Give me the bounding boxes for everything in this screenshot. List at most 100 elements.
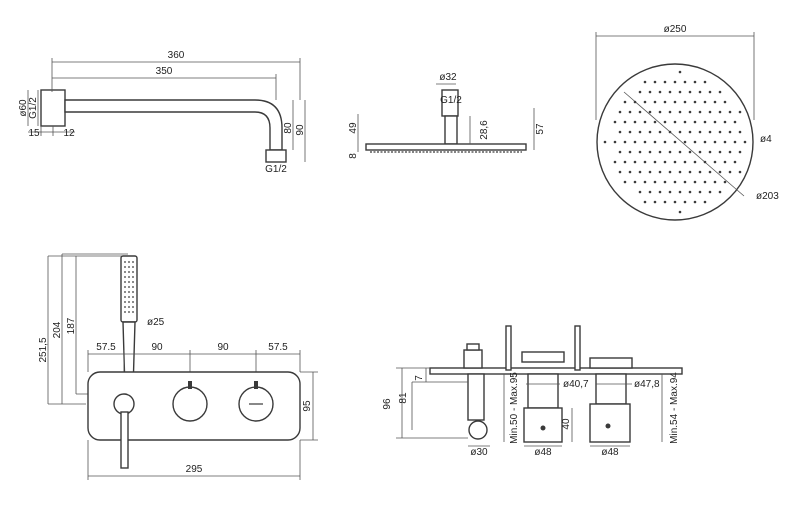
nozzle-dot xyxy=(703,120,707,124)
nozzle-dot xyxy=(673,180,677,184)
nozzle-dot xyxy=(658,170,662,174)
head-connector-dia-32: ø32 xyxy=(439,72,457,83)
hand-shower-nozzle-dot xyxy=(132,271,134,273)
nozzle-dot xyxy=(623,140,627,144)
nozzle-dot xyxy=(658,190,662,194)
hand-shower-nozzle-dot xyxy=(132,291,134,293)
mixer-front-view: 251,5 204 187 ø25 57.5 90 90 57.5 95 xyxy=(38,253,318,480)
hand-shower-nozzle-dot xyxy=(128,266,130,268)
hand-shower-nozzle-dot xyxy=(128,271,130,273)
nozzle-dot xyxy=(678,190,682,194)
nozzle-dot xyxy=(683,100,687,104)
section-left-knob xyxy=(523,407,563,443)
nozzle-area-dia-203: ø203 xyxy=(756,191,779,202)
nozzle-dot xyxy=(683,80,687,84)
arm-width-12: 12 xyxy=(63,128,75,139)
arm-height-90: 90 xyxy=(295,124,306,136)
nozzle-dot xyxy=(713,160,717,164)
hand-shower-nozzle-dot xyxy=(128,301,130,303)
mixer-height-251-5: 251,5 xyxy=(38,337,49,362)
section-wall-plate xyxy=(429,367,683,375)
nozzle-dot xyxy=(603,140,607,144)
hand-shower-nozzle-dot xyxy=(132,296,134,298)
nozzle-dot xyxy=(713,180,717,184)
arm-thread-g12-wall: G1/2 xyxy=(28,97,39,119)
nozzle-dot xyxy=(693,140,697,144)
mixer-height-187: 187 xyxy=(66,317,77,334)
nozzle-dot xyxy=(643,160,647,164)
nozzle-dot xyxy=(643,200,647,204)
nozzle-dot xyxy=(648,150,652,154)
arm-thread-g12-end: G1/2 xyxy=(265,164,287,175)
nozzle-dot xyxy=(713,100,717,104)
nozzle-dot xyxy=(638,170,642,174)
nozzle-dot xyxy=(663,80,667,84)
nozzle-dot xyxy=(698,150,702,154)
nozzle-dot xyxy=(718,150,722,154)
nozzle-dot xyxy=(738,110,742,114)
nozzle-dot xyxy=(688,150,692,154)
hand-shower-nozzle-dot xyxy=(128,296,130,298)
nozzle-dot xyxy=(678,70,682,74)
hand-shower-nozzle-dot xyxy=(124,261,126,263)
nozzle-dot xyxy=(718,190,722,194)
nozzle-dot xyxy=(723,140,727,144)
nozzle-dot xyxy=(708,130,712,134)
hand-shower-nozzle-dot xyxy=(128,261,130,263)
arm-width-15: 15 xyxy=(28,128,40,139)
nozzle-dot xyxy=(633,160,637,164)
nozzle-dot xyxy=(618,150,622,154)
hand-shower-nozzle-dot xyxy=(132,306,134,308)
nozzle-dot xyxy=(663,120,667,124)
nozzle-dot xyxy=(653,140,657,144)
nozzle-dot xyxy=(673,80,677,84)
section-range-right: Min.54 - Max.94 xyxy=(669,372,680,444)
section-right-spindle xyxy=(574,325,581,371)
nozzle-dot xyxy=(658,90,662,94)
mixer-width-90-right: 90 xyxy=(217,342,229,353)
hand-shower-nozzle-dot xyxy=(128,286,130,288)
nozzle-dot xyxy=(698,130,702,134)
nozzle-dot xyxy=(673,200,677,204)
nozzle-dot xyxy=(708,150,712,154)
nozzle-dot xyxy=(693,200,697,204)
nozzle-dot xyxy=(648,190,652,194)
hand-shower-nozzle-dot xyxy=(132,301,134,303)
nozzle-dot xyxy=(638,150,642,154)
arm-height-80: 80 xyxy=(283,122,294,134)
nozzle-dot xyxy=(613,140,617,144)
nozzle-dot xyxy=(693,160,697,164)
mixer-height-95: 95 xyxy=(302,400,313,412)
nozzle-dot xyxy=(703,180,707,184)
section-height-7: 7 xyxy=(414,375,425,381)
hand-shower-nozzle-dot xyxy=(124,276,126,278)
nozzle-dot xyxy=(683,180,687,184)
hand-shower-nozzles xyxy=(124,261,134,313)
nozzle-dot xyxy=(678,90,682,94)
hand-shower-nozzle-dot xyxy=(128,276,130,278)
nozzle-dot xyxy=(693,120,697,124)
nozzle-dot xyxy=(638,190,642,194)
nozzle-dot xyxy=(623,180,627,184)
hand-shower-nozzle-dot xyxy=(132,276,134,278)
section-right-knob xyxy=(589,403,631,443)
arm-length-350: 350 xyxy=(156,66,173,77)
nozzle-dot xyxy=(653,100,657,104)
head-height-57: 57 xyxy=(535,123,546,135)
nozzle-dot xyxy=(623,120,627,124)
nozzle-dot xyxy=(708,110,712,114)
nozzle-dot xyxy=(668,150,672,154)
nozzle-dot xyxy=(668,130,672,134)
mixer-height-204: 204 xyxy=(52,321,63,338)
nozzle-dot xyxy=(713,120,717,124)
nozzle-dot xyxy=(688,190,692,194)
hand-shower-nozzle-dot xyxy=(132,311,134,313)
nozzle-dot xyxy=(648,110,652,114)
nozzle-dot xyxy=(703,100,707,104)
nozzle-dot xyxy=(678,170,682,174)
arm-length-360: 360 xyxy=(168,50,185,61)
nozzle-dot xyxy=(663,160,667,164)
hand-shower-nozzle-dot xyxy=(124,266,126,268)
nozzle-dot xyxy=(683,120,687,124)
